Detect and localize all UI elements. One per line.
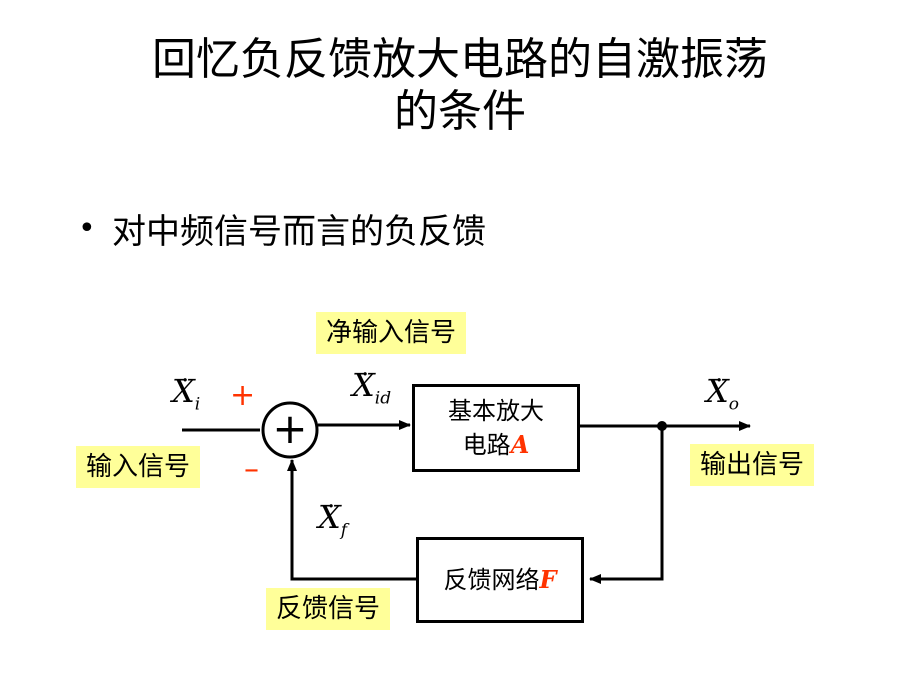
- output-signal-label: 输出信号: [690, 444, 815, 486]
- input-signal-label: 输入信号: [76, 446, 201, 488]
- bullet-text: 对中频信号而言的负反馈: [112, 212, 486, 252]
- feedback-network-block: 反馈网络F: [416, 537, 584, 623]
- minus-sign: –: [244, 452, 259, 487]
- wire-feedback-return: [589, 426, 664, 584]
- feedback-network-label: 反馈网络F: [443, 565, 557, 594]
- signal-xi: ·Xi: [172, 366, 201, 415]
- feedback-signal-label: 反馈信号: [266, 588, 391, 630]
- signal-xo: ·Xo: [706, 366, 740, 415]
- signal-xf: ·Xf: [318, 492, 348, 541]
- amplifier-line-1: 基本放大: [448, 397, 544, 425]
- wire-feedback-signal: [287, 459, 418, 581]
- title-line-2: 的条件: [394, 86, 526, 137]
- amplifier-line-2: 电路A: [462, 430, 530, 459]
- plus-sign: +: [230, 378, 256, 413]
- summing-junction: [261, 401, 319, 459]
- net-input-label: 净输入信号: [316, 312, 467, 354]
- signal-xid: ·Xid: [352, 360, 392, 409]
- amplifier-block: 基本放大 电路A: [412, 384, 580, 472]
- summing-plus-symbol: +: [272, 404, 308, 453]
- bullet-item: • 对中频信号而言的负反馈: [78, 204, 486, 253]
- title-line-1: 回忆负反馈放大电路的自激振荡: [152, 34, 768, 85]
- bullet-dot: •: [78, 211, 96, 246]
- slide-title: 回忆负反馈放大电路的自激振荡 的条件: [0, 34, 920, 138]
